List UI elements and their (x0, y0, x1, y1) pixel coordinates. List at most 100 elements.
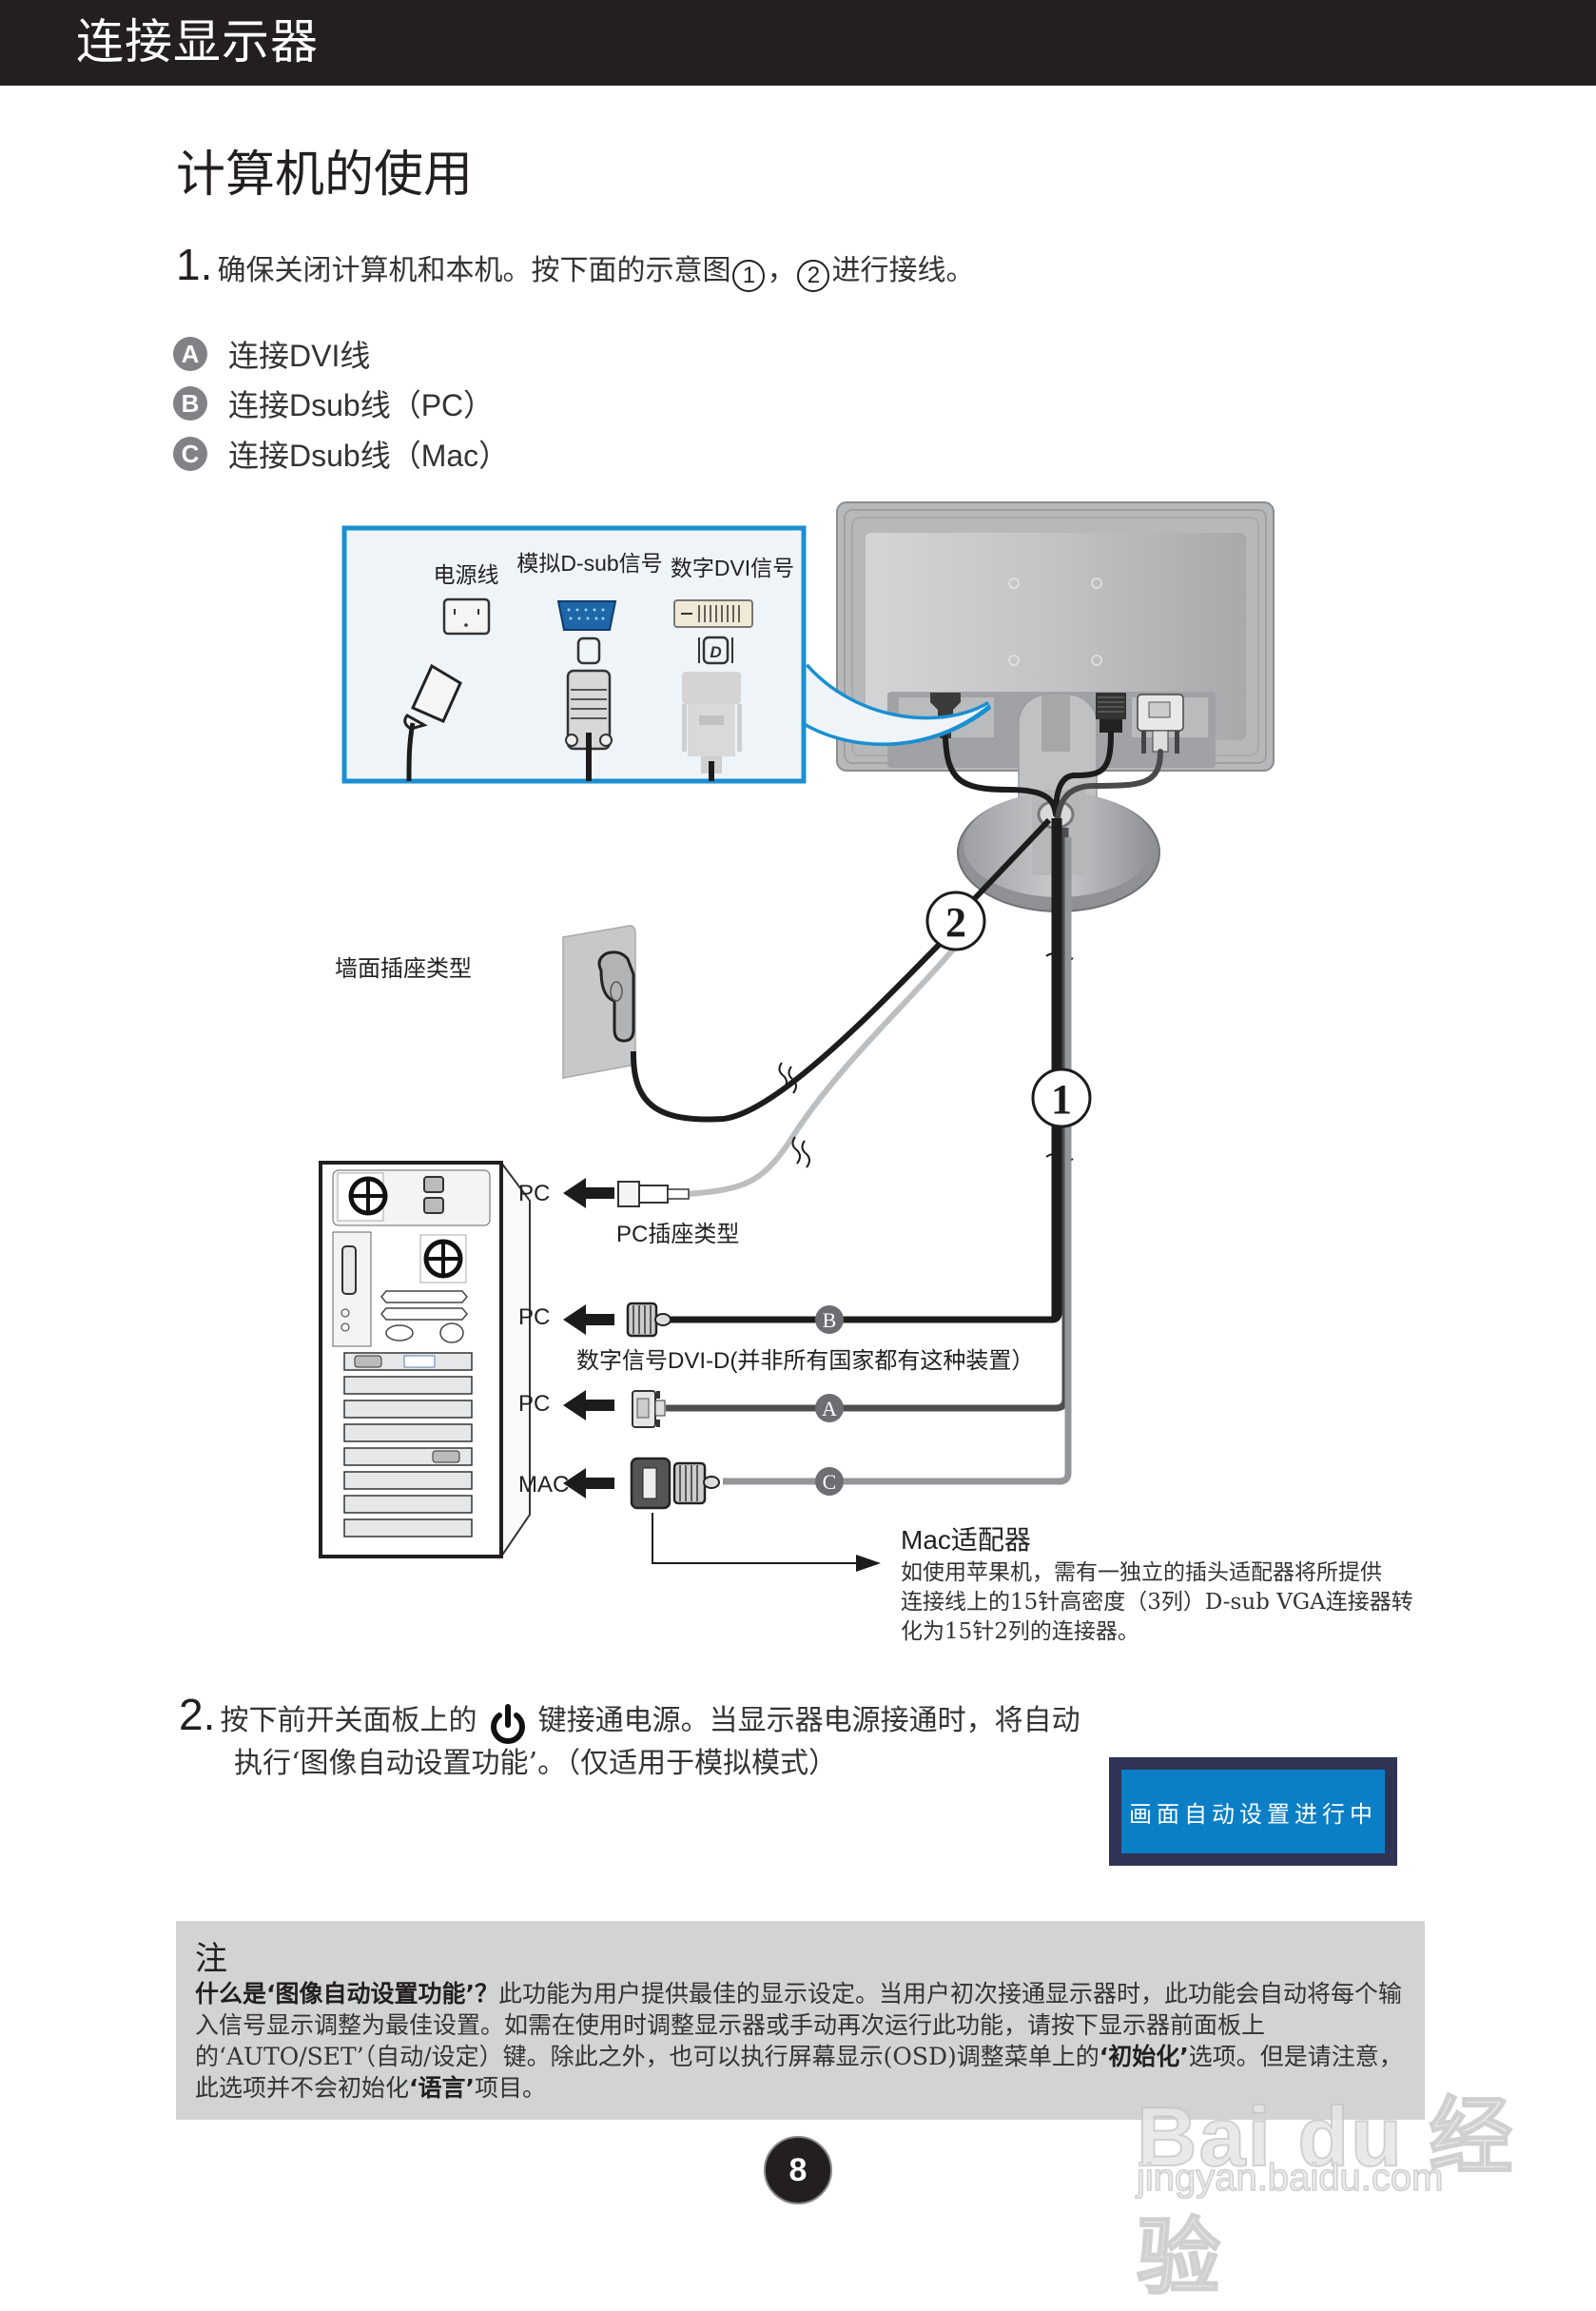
dsub-plug-icon (565, 669, 613, 781)
monitor-back-panel (866, 533, 1246, 740)
cable-badge-c: C (815, 1467, 844, 1496)
legend-item-b: B 连接Dsub线（PC） (173, 382, 494, 425)
cable-b-dsub-pc (666, 818, 1062, 1323)
legend-label-b: 连接Dsub线（PC） (228, 388, 495, 422)
mac-adapter-leader-line (652, 1513, 856, 1564)
dvi-port-icon (673, 599, 753, 628)
arrow-left-icon (563, 1468, 614, 1498)
marker-1-label: 1 (1051, 1076, 1072, 1123)
analog-port-glyph-icon (576, 637, 601, 665)
badge-b-icon: B (173, 386, 207, 421)
cable-badge-a-label: A (822, 1397, 837, 1420)
inset-dvi-label: 数字DVI信号 (671, 556, 794, 580)
pc-label-power: PC (518, 1181, 550, 1206)
cable-c-dsub-mac (723, 837, 1072, 1485)
dsub-port-icon (556, 600, 617, 631)
note-language-term: ‘语言’ (409, 2074, 476, 2102)
note-text-3: 项目。 (475, 2074, 547, 2102)
cable-badge-b: B (815, 1305, 844, 1334)
power-icon (490, 1703, 525, 1744)
connector-inset: 电源线 模拟D-sub信号 数字DVI信号 D (341, 525, 992, 784)
marker-2-power: 2 (925, 891, 986, 951)
marker-2-label: 2 (945, 899, 966, 946)
badge-a-icon: A (173, 337, 207, 371)
page-number: 8 (764, 2136, 832, 2204)
power-cable-monitor (943, 735, 1059, 817)
arrow-right-icon (856, 1555, 881, 1572)
note-title: 注 (195, 1940, 227, 1978)
power-cable-to-monitor (958, 817, 1052, 916)
step-1-text-after: 进行接线。 (831, 254, 975, 287)
power-cable-wall (630, 930, 954, 1123)
arrow-left-icon (563, 1390, 614, 1420)
osd-message-panel: 画面自动设置进行中 (1121, 1770, 1385, 1853)
pc-power-plug-icon (617, 1181, 690, 1207)
mac-adapter-title: Mac适配器 (901, 1525, 1031, 1555)
cable-badge-c-label: C (823, 1470, 837, 1494)
pc-tower (319, 1161, 531, 1558)
marker-2-icon: 2 (797, 259, 830, 292)
step-2-line-1-after: 键接通电源。当显示器电源接通时，将自动 (537, 1704, 1080, 1737)
osd-auto-setup-message: 画面自动设置进行中 (1109, 1757, 1397, 1866)
baidu-watermark: Bai du 经验 jingyan.baidu.com (1136, 2069, 1555, 2305)
digital-port-glyph-icon: D (698, 636, 733, 665)
note-initialize-term: ‘初始化’ (1099, 2043, 1189, 2070)
fan-icon (337, 1172, 388, 1222)
step-1-number: 1. (176, 240, 213, 289)
legend-item-a: A 连接DVI线 (173, 332, 370, 376)
arrow-left-icon (563, 1304, 614, 1335)
mac-adapter-plug-icon (630, 1457, 720, 1510)
inset-power-label: 电源线 (434, 562, 499, 587)
power-socket-icon (442, 597, 491, 636)
osd-message-text: 画面自动设置进行中 (1129, 1800, 1377, 1828)
note-text-2: 选项。但是请注意，此选项并不会初始化 (195, 2043, 1403, 2102)
dsub-plug-pc-icon (626, 1302, 671, 1338)
port-arrows: PC PC PC MAC (518, 1178, 614, 1498)
dvi-connector-on-monitor (1137, 694, 1184, 754)
power-plug-icon (403, 663, 462, 782)
cable-badge-b-label: B (823, 1308, 837, 1332)
badge-c-icon: C (173, 437, 207, 471)
dsub-cable-monitor (1053, 730, 1114, 817)
wall-outlet-label: 墙面插座类型 (335, 956, 472, 982)
note-question: 什么是‘图像自动设置功能’？ (195, 1980, 498, 2007)
fan-icon-2 (419, 1234, 467, 1283)
note-box: 注 什么是‘图像自动设置功能’？此功能为用户提供最佳的显示设定。当用户初次接通显… (176, 1921, 1425, 2120)
wall-outlet (562, 925, 636, 1079)
mac-label: MAC (518, 1472, 569, 1498)
mac-adapter-line-2: 连接线上的15针高密度（3列）D-sub VGA连接器转 (901, 1590, 1413, 1615)
step-2-line-2: 执行‘图像自动设置功能’。（仅适用于模拟模式） (234, 1747, 838, 1780)
cable-badge-a: A (815, 1394, 844, 1422)
legend-item-c: C 连接Dsub线（Mac） (173, 432, 509, 476)
note-text-1: 此功能为用户提供最佳的显示设定。当用户初次接通显示器时，此功能会自动将每个输入信… (195, 1980, 1403, 2070)
inset-dsub-label: 模拟D-sub信号 (516, 551, 662, 576)
note-body: 什么是‘图像自动设置功能’？此功能为用户提供最佳的显示设定。当用户初次接通显示器… (195, 1978, 1412, 2104)
pc-power-cable (688, 936, 965, 1197)
step-1-separator: ， (767, 254, 796, 287)
step-2-line-1-before: 按下前开关面板上的 (220, 1704, 477, 1737)
pc-label-dvi: PC (518, 1391, 550, 1417)
dsub-connector-on-monitor (1096, 693, 1126, 733)
dvi-cable-monitor (1055, 749, 1163, 821)
pc-outlet-label: PC插座类型 (616, 1222, 739, 1247)
dvi-plug-icon (682, 672, 742, 781)
legend-label-a: 连接DVI线 (228, 339, 371, 373)
step-2-number: 2. (179, 1690, 216, 1739)
mac-adapter-line-3: 化为15针2列的连接器。 (901, 1619, 1139, 1644)
header-title: 连接显示器 (76, 14, 319, 69)
section-title: 计算机的使用 (176, 147, 474, 204)
dvi-port-glyph-letter: D (710, 643, 721, 661)
dvi-plug-pc-icon (632, 1390, 666, 1428)
dvi-note: 数字信号DVI-D(并非所有国家都有这种装置） (576, 1348, 1034, 1374)
step-2: 2. 按下前开关面板上的 键接通电源。当显示器电源接通时，将自动 执行‘图像自动… (179, 1690, 1080, 1789)
page-header-bar: 连接显示器 (0, 0, 1596, 86)
watermark-url: jingyan.baidu.com (1136, 2156, 1444, 2200)
vesa-screw-holes (1008, 578, 1102, 666)
arrow-left-icon (563, 1178, 614, 1208)
step-1-text-before: 确保关闭计算机和本机。按下面的示意图 (217, 254, 731, 287)
marker-1-signal: 1 (1031, 1067, 1092, 1128)
legend-label-c: 连接Dsub线（Mac） (228, 439, 510, 473)
mac-adapter-line-1: 如使用苹果机，需有一独立的插头适配器将所提供 (901, 1560, 1382, 1585)
